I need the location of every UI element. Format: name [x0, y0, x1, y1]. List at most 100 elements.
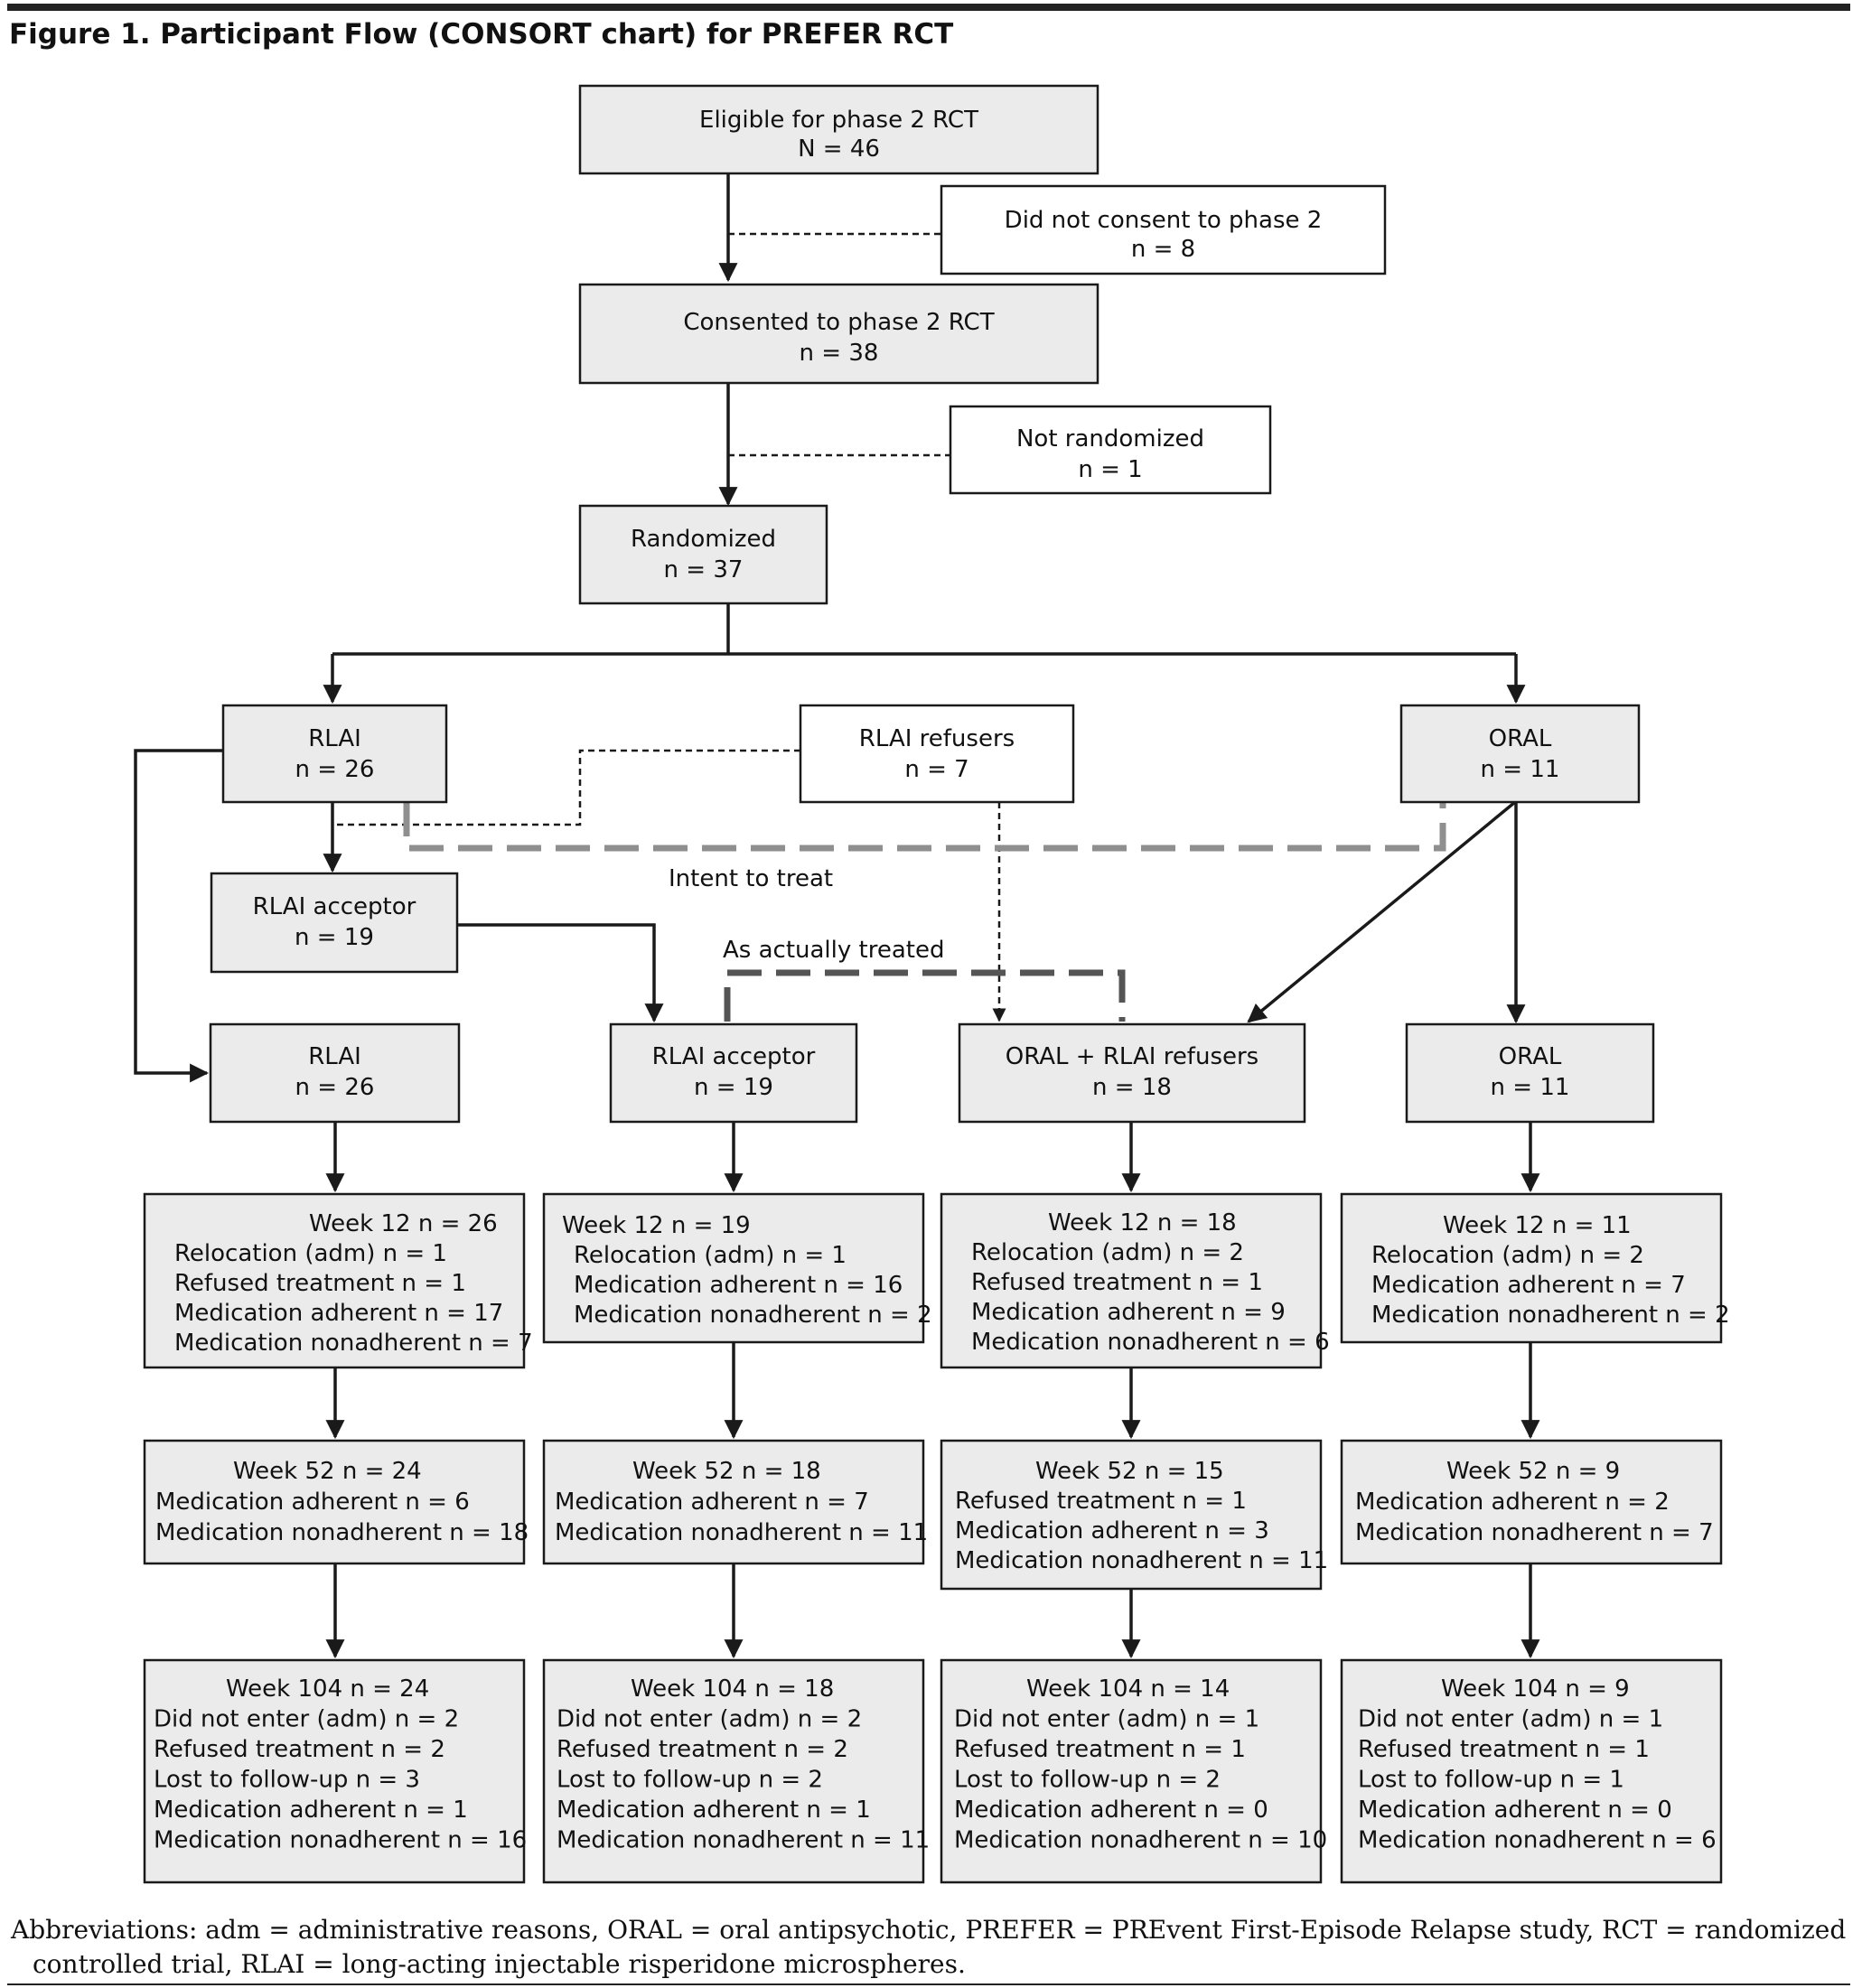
- box-title: RLAI acceptor: [253, 893, 416, 920]
- box-w104-rlai: Week 104 n = 24 Did not enter (adm) n = 2…: [143, 1658, 527, 1884]
- box-frame: [578, 283, 1099, 385]
- box-title: Week 52 n = 15: [1035, 1458, 1224, 1485]
- box-w104-oral-refusers: Week 104 n = 14 Did not enter (adm) n = 1…: [940, 1658, 1327, 1884]
- box-title: Week 12 n = 26: [309, 1210, 498, 1237]
- box-w104-acceptor: Week 104 n = 18 Did not enter (adm) n = 2…: [542, 1658, 930, 1884]
- box-title: Week 104 n = 18: [631, 1675, 834, 1703]
- box-line: n = 37: [664, 556, 744, 583]
- box-line: Medication adherent n = 9: [971, 1299, 1286, 1326]
- box-line: Medication adherent n = 7: [1371, 1272, 1686, 1299]
- box-line: Medication nonadherent n = 11: [557, 1827, 930, 1854]
- box-line: Medication adherent n = 1: [557, 1797, 871, 1824]
- bottom-rule: [7, 1983, 1850, 1985]
- box-line: Refused treatment n = 1: [955, 1488, 1247, 1515]
- box-frame: [940, 1192, 1323, 1369]
- box-line: n = 19: [295, 924, 374, 951]
- as-actually-treated-line: [724, 969, 1126, 1022]
- box-frame: [940, 1439, 1323, 1591]
- box-no-consent: Did not consent to phase 2n = 8: [940, 184, 1387, 275]
- box-title: Week 52 n = 24: [233, 1458, 422, 1485]
- box-frame: [940, 184, 1387, 275]
- box-title: Week 52 n = 18: [632, 1458, 821, 1485]
- box-line: Did not enter (adm) n = 2: [154, 1706, 459, 1733]
- box-g-acceptor: RLAI acceptor n = 19: [609, 1022, 858, 1124]
- as-actually-treated-label: As actually treated: [723, 937, 944, 964]
- box-line: Relocation (adm) n = 2: [971, 1239, 1244, 1266]
- box-frame: [542, 1439, 925, 1565]
- box-title: Week 104 n = 24: [226, 1675, 429, 1703]
- abbreviations-footnote: Abbreviations: adm = administrative reas…: [11, 1915, 1847, 1979]
- box-line: n = 19: [694, 1074, 773, 1101]
- box-frame: [143, 1439, 526, 1565]
- box-w52-oral-refusers: Week 52 n = 15 Refused treatment n = 1Med…: [940, 1439, 1328, 1591]
- box-line: Medication adherent n = 2: [1355, 1489, 1670, 1516]
- box-title: RLAI: [308, 725, 361, 752]
- box-line: n = 11: [1481, 756, 1560, 783]
- box-line: n = 1: [1078, 456, 1142, 483]
- box-line: n = 18: [1092, 1074, 1172, 1101]
- intent-to-treat-label: Intent to treat: [669, 865, 833, 892]
- box-line: Refused treatment n = 1: [1358, 1736, 1650, 1763]
- box-frame: [143, 1192, 526, 1369]
- box-line: Medication adherent n = 3: [955, 1517, 1269, 1545]
- box-line: Medication nonadherent n = 6: [1358, 1827, 1717, 1854]
- box-frame: [542, 1192, 925, 1344]
- box-line: Medication nonadherent n = 7: [174, 1330, 533, 1357]
- box-frame: [578, 84, 1099, 175]
- box-line: N = 46: [798, 135, 880, 163]
- box-title: RLAI: [308, 1043, 361, 1070]
- box-line: n = 8: [1131, 236, 1195, 263]
- box-frame: [209, 1022, 461, 1124]
- box-frame: [221, 704, 448, 804]
- box-line: Medication nonadherent n = 16: [154, 1827, 527, 1854]
- box-rlai-acceptor-mid: RLAI acceptor n = 19: [210, 872, 459, 974]
- box-line: Did not enter (adm) n = 2: [557, 1706, 862, 1733]
- box-title: RLAI refusers: [859, 725, 1015, 752]
- box-title: RLAI acceptor: [652, 1043, 816, 1070]
- arrow-rlai-to-group-rlai: [134, 749, 223, 1083]
- box-line: Medication adherent n = 7: [555, 1489, 869, 1516]
- box-title: Eligible for phase 2 RCT: [699, 107, 978, 134]
- box-frame: [609, 1022, 858, 1124]
- box-line: Medication adherent n = 0: [954, 1797, 1268, 1824]
- box-line: Medication adherent n = 16: [574, 1272, 903, 1299]
- box-line: Medication nonadherent n = 18: [155, 1519, 529, 1546]
- box-line: Lost to follow-up n = 1: [1358, 1767, 1624, 1794]
- dashed-refusers-to-rlai: [332, 749, 800, 826]
- box-title: Week 104 n = 14: [1026, 1675, 1230, 1703]
- box-line: Refused treatment n = 2: [154, 1736, 445, 1763]
- box-rlai-refusers: RLAI refusers n = 7: [799, 704, 1075, 804]
- box-line: n = 7: [904, 756, 968, 783]
- box-line: Refused treatment n = 1: [954, 1736, 1246, 1763]
- box-line: Lost to follow-up n = 3: [154, 1767, 420, 1794]
- box-frame: [949, 405, 1272, 495]
- box-line: Did not enter (adm) n = 1: [954, 1706, 1259, 1733]
- box-frame: [799, 704, 1075, 804]
- arrow-oral-to-oral-refusers: [1247, 800, 1517, 1023]
- box-line: n = 26: [295, 1074, 375, 1101]
- box-line: n = 38: [800, 340, 879, 367]
- box-frame: [1399, 704, 1641, 804]
- box-line: Lost to follow-up n = 2: [557, 1767, 823, 1794]
- box-oral: ORAL n = 11: [1399, 704, 1641, 804]
- figure-title: Figure 1. Participant Flow (CONSORT char…: [9, 18, 954, 51]
- box-title: Week 12 n = 19: [562, 1212, 751, 1239]
- box-line: Refused treatment n = 1: [971, 1269, 1263, 1296]
- box-line: Medication nonadherent n = 2: [1371, 1302, 1730, 1329]
- box-frame: [542, 1658, 925, 1884]
- box-frame: [940, 1658, 1323, 1884]
- box-frame: [578, 504, 828, 605]
- box-line: Medication nonadherent n = 2: [574, 1302, 932, 1329]
- box-title: ORAL: [1489, 725, 1552, 752]
